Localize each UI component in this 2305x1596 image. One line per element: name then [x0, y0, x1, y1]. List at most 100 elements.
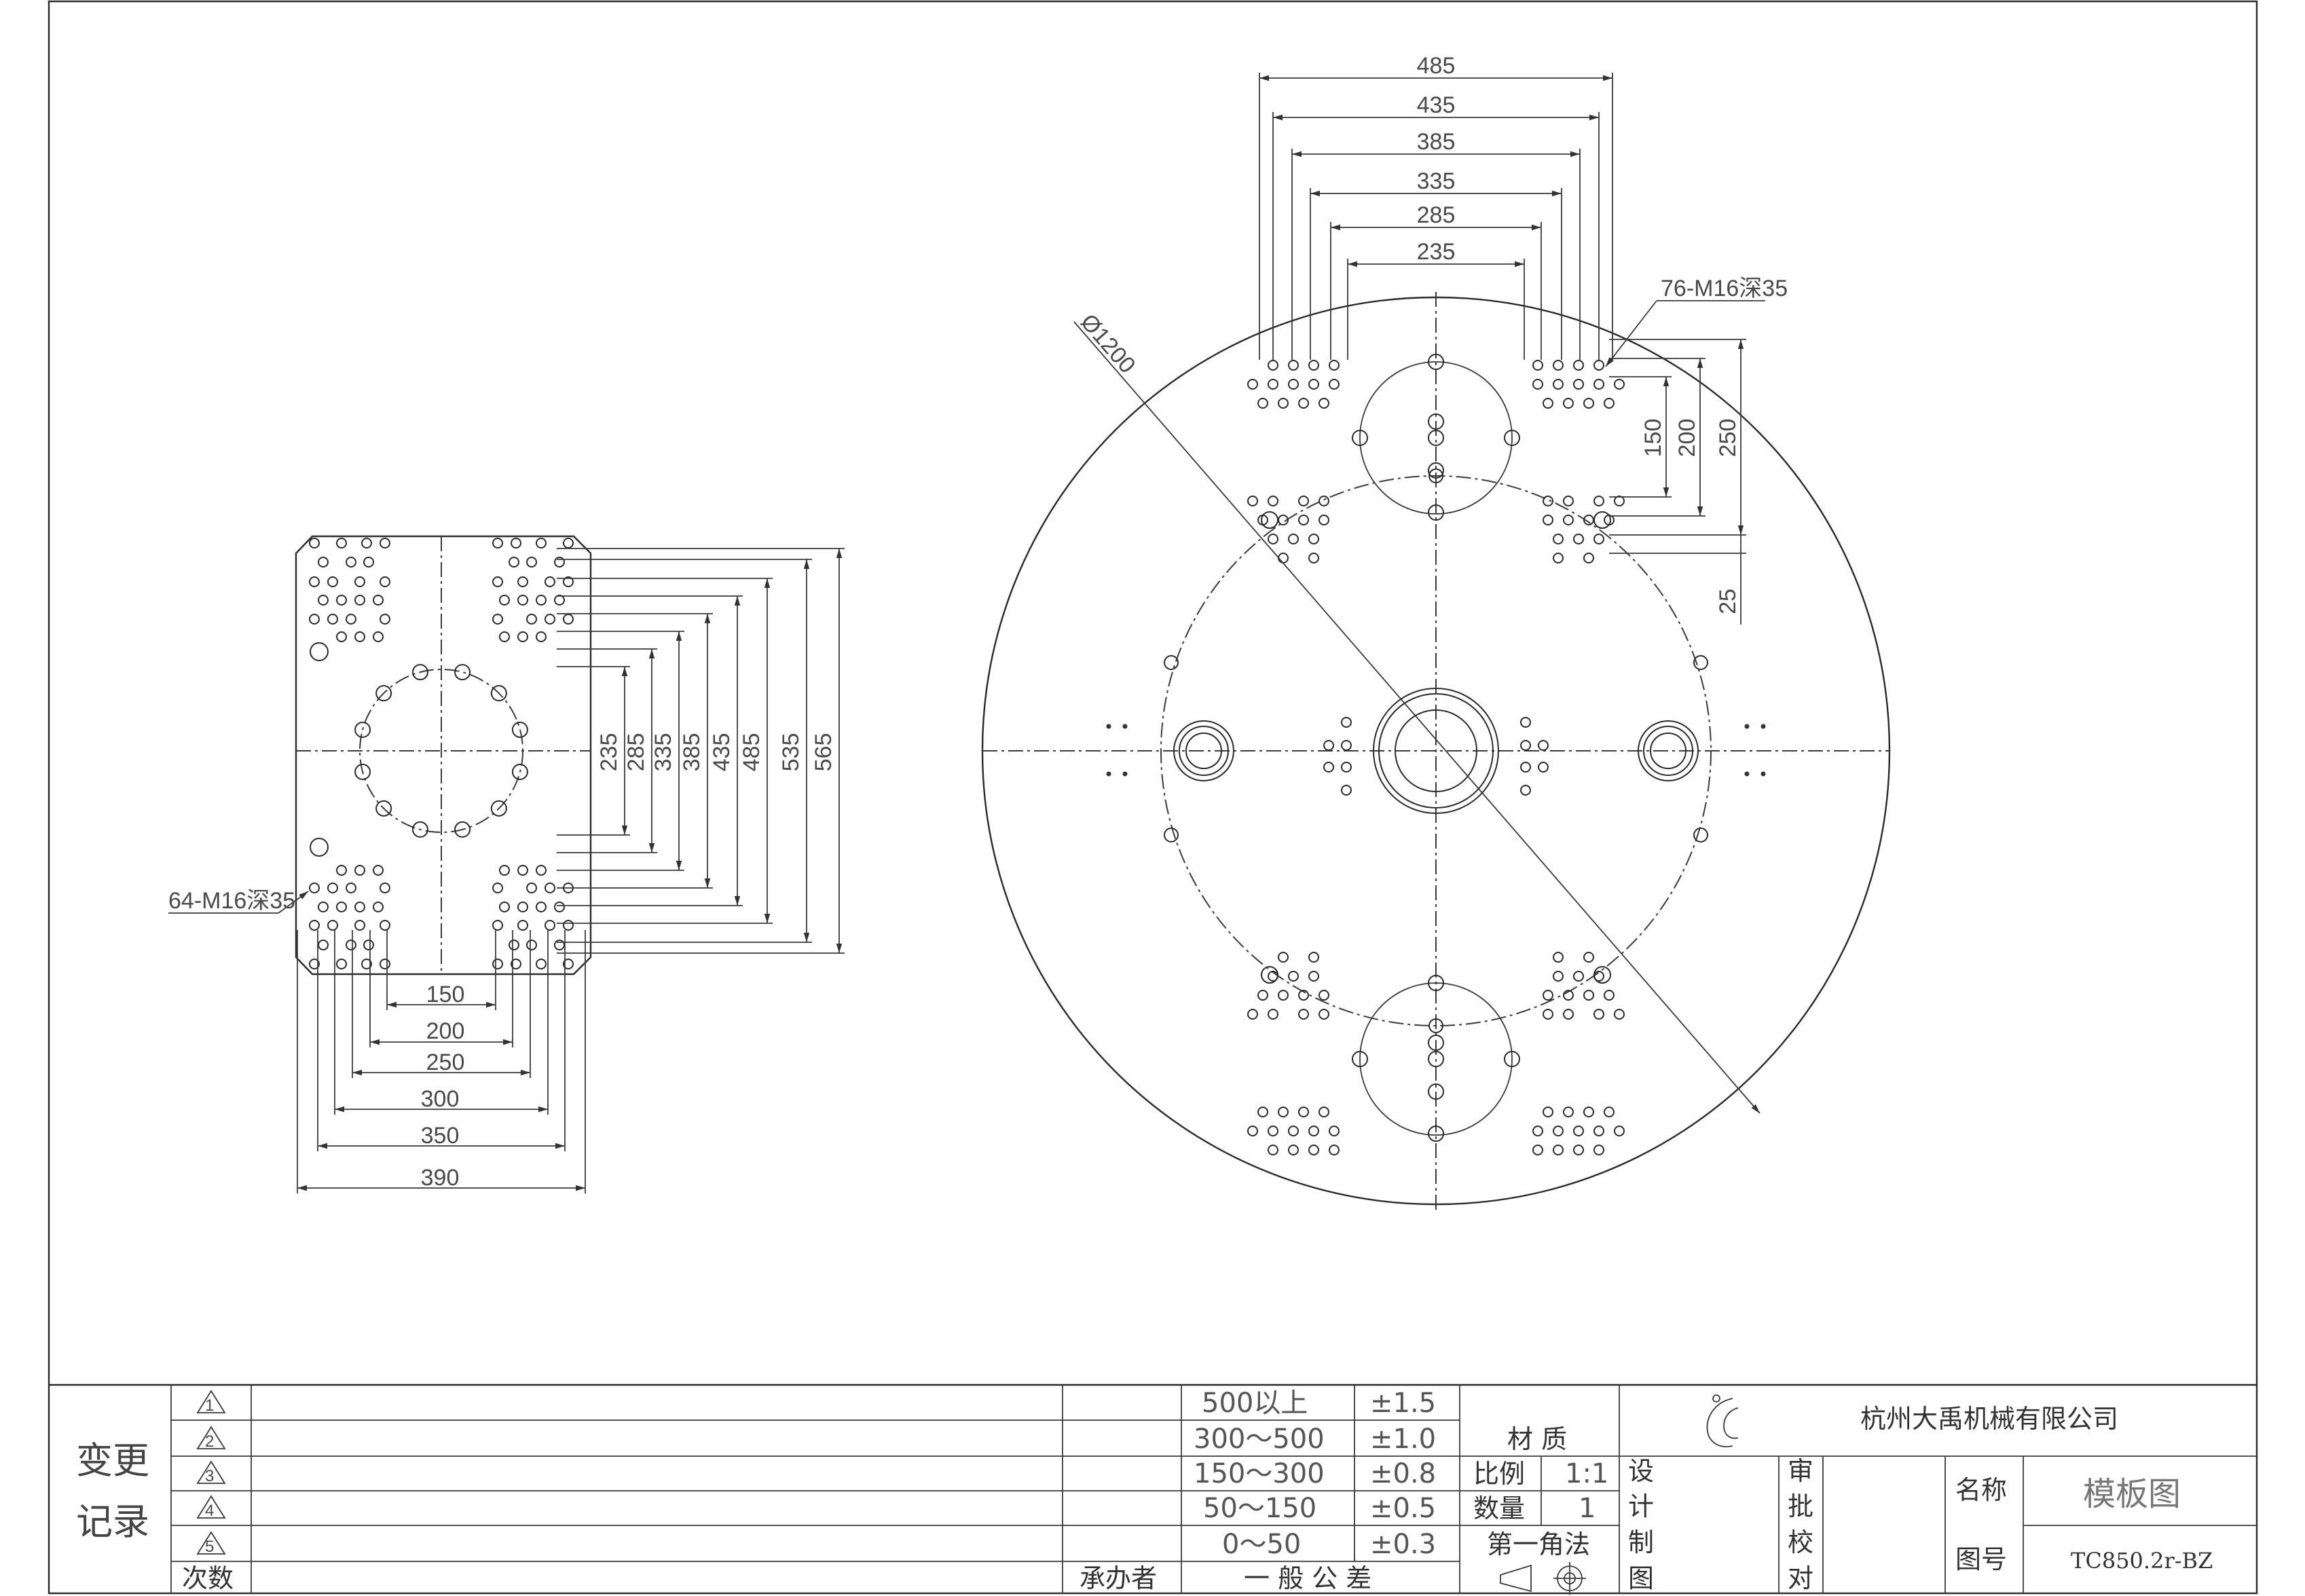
- draw-label-1: 制: [1628, 1527, 1654, 1557]
- tol-range-2: 300～500: [1194, 1424, 1325, 1455]
- right-hole-bl-10: [1288, 1145, 1299, 1155]
- change-record-line2: 记录: [76, 1500, 149, 1543]
- right-hole-br-4: [1532, 1126, 1543, 1136]
- right-hole-br-9: [1593, 1145, 1604, 1155]
- right-centre-hole-5: [1341, 785, 1352, 796]
- left-thread-leader-arrow: [278, 891, 309, 914]
- left-bolt-hole-7: [375, 685, 392, 702]
- right-pitch-hole-5: [1428, 1018, 1443, 1033]
- right-hole-tr-9: [1593, 360, 1604, 371]
- left-bolt-hole-0: [511, 764, 528, 781]
- left-hole-bl-12: [336, 902, 347, 912]
- left-hole-bl-19: [336, 865, 347, 876]
- tol-value-4: ±0.5: [1370, 1493, 1436, 1524]
- left-hole-bl-0: [309, 959, 320, 969]
- right-hole-mr-10: [1553, 534, 1564, 544]
- right-hole-bl-6: [1278, 1107, 1289, 1117]
- right-rdim-250: 250: [1715, 419, 1741, 458]
- right-hole-lml-10: [1308, 971, 1319, 982]
- right-centre-hole-6: [1520, 717, 1531, 728]
- right-top-ejector-hole-3: [1428, 354, 1444, 370]
- right-dimensions: [1259, 73, 1746, 625]
- right-hole-ml-0: [1247, 496, 1258, 506]
- left-hole-tl-5: [346, 557, 356, 568]
- right-locating-hole-1: [1593, 511, 1611, 529]
- left-hole-bl-14: [373, 902, 384, 912]
- revision-3: 3: [205, 1467, 214, 1485]
- company-name: 杭州大禹机械有限公司: [1860, 1404, 2118, 1434]
- left-hole-br-4: [554, 940, 565, 950]
- right-hole-bl-1: [1268, 1126, 1278, 1136]
- right-boss-mid: [1643, 726, 1693, 776]
- right-pitch-hole-1: [1693, 655, 1708, 670]
- scale-label: 比例: [1473, 1459, 1525, 1489]
- right-pitch-hole-2: [1164, 828, 1179, 842]
- left-hole-bl-17: [346, 883, 356, 893]
- right-hole-mr-7: [1543, 515, 1553, 525]
- left-hole-bl-20: [354, 865, 365, 876]
- left-hole-bl-3: [380, 959, 390, 969]
- left-hole-bl-10: [380, 920, 390, 931]
- right-tdim-435: 435: [1417, 92, 1456, 118]
- left-hole-tr-5: [526, 557, 537, 568]
- left-hole-bl-2: [361, 959, 372, 969]
- right-tdim-335: 335: [1417, 168, 1456, 194]
- left-thread-note: 64-M16深35: [168, 888, 295, 914]
- left-hole-tr-1: [536, 538, 547, 549]
- right-centre-hole-2: [1341, 762, 1352, 773]
- right-hole-lmr-11: [1583, 952, 1594, 963]
- right-hole-ml-9: [1288, 534, 1299, 544]
- right-small-dot-5: [1744, 724, 1750, 729]
- left-hole-tl-19: [336, 631, 347, 642]
- right-centre-hole-8: [1520, 762, 1531, 773]
- left-hole-tr-20: [517, 631, 528, 642]
- right-hole-tl-9: [1268, 360, 1278, 371]
- left-hole-tr-3: [492, 538, 503, 549]
- left-platen-outline: [295, 535, 592, 976]
- right-hole-bl-12: [1329, 1145, 1340, 1155]
- design-label-2: 计: [1628, 1491, 1654, 1521]
- right-hole-br-1: [1593, 1126, 1604, 1136]
- left-vdim-235: 235: [596, 733, 622, 772]
- right-bottom-ejector-hole-6: [1428, 1126, 1444, 1142]
- left-bolt-hole-10: [490, 685, 507, 702]
- left-hole-br-14: [499, 902, 510, 912]
- right-hole-tr-4: [1532, 379, 1543, 390]
- tol-value-1: ±1.5: [1370, 1388, 1436, 1419]
- left-hdim-150: 150: [426, 982, 465, 1007]
- left-hole-br-21: [499, 865, 510, 876]
- right-centre-hole-3: [1323, 740, 1334, 751]
- right-hole-tl-1: [1268, 379, 1278, 390]
- left-hole-tr-10: [492, 576, 503, 587]
- right-hole-br-2: [1573, 1126, 1584, 1136]
- right-hole-ml-10: [1308, 534, 1319, 544]
- right-top-ejector-hole-0: [1352, 430, 1368, 446]
- right-bottom-ejector-hole-1: [1428, 1051, 1444, 1067]
- top-ejector-circle: [1359, 361, 1513, 515]
- left-hole-tl-4: [318, 557, 329, 568]
- left-hole-br-11: [554, 902, 565, 912]
- left-hole-tr-14: [499, 595, 510, 606]
- right-bottom-ejector-hole-0: [1352, 1051, 1368, 1067]
- left-hdim-250: 250: [426, 1050, 465, 1075]
- left-hdim-350: 350: [421, 1123, 460, 1149]
- right-bottom-ejector-hole-5: [1428, 1083, 1444, 1100]
- right-pitch-hole-4: [1428, 468, 1443, 483]
- right-hole-ml-3: [1319, 496, 1329, 506]
- left-hole-tr-18: [492, 614, 503, 625]
- right-bottom-ejector-hole-4: [1428, 1035, 1444, 1051]
- left-hole-br-17: [526, 883, 537, 893]
- drawing-border: [48, 0, 2258, 1595]
- right-hole-tr-6: [1583, 398, 1594, 409]
- left-hole-tl-13: [354, 595, 365, 606]
- right-centre-hole-4: [1323, 762, 1334, 773]
- bottom-ejector-circle: [1359, 982, 1513, 1136]
- right-centre-hole-0: [1341, 717, 1352, 728]
- right-tdim-235: 235: [1417, 239, 1456, 265]
- right-pitch-hole-0: [1164, 655, 1179, 670]
- right-small-dot-7: [1744, 771, 1750, 777]
- left-bolt-hole-8: [411, 664, 428, 681]
- right-hole-tl-10: [1288, 360, 1299, 371]
- tol-value-3: ±0.8: [1370, 1458, 1436, 1489]
